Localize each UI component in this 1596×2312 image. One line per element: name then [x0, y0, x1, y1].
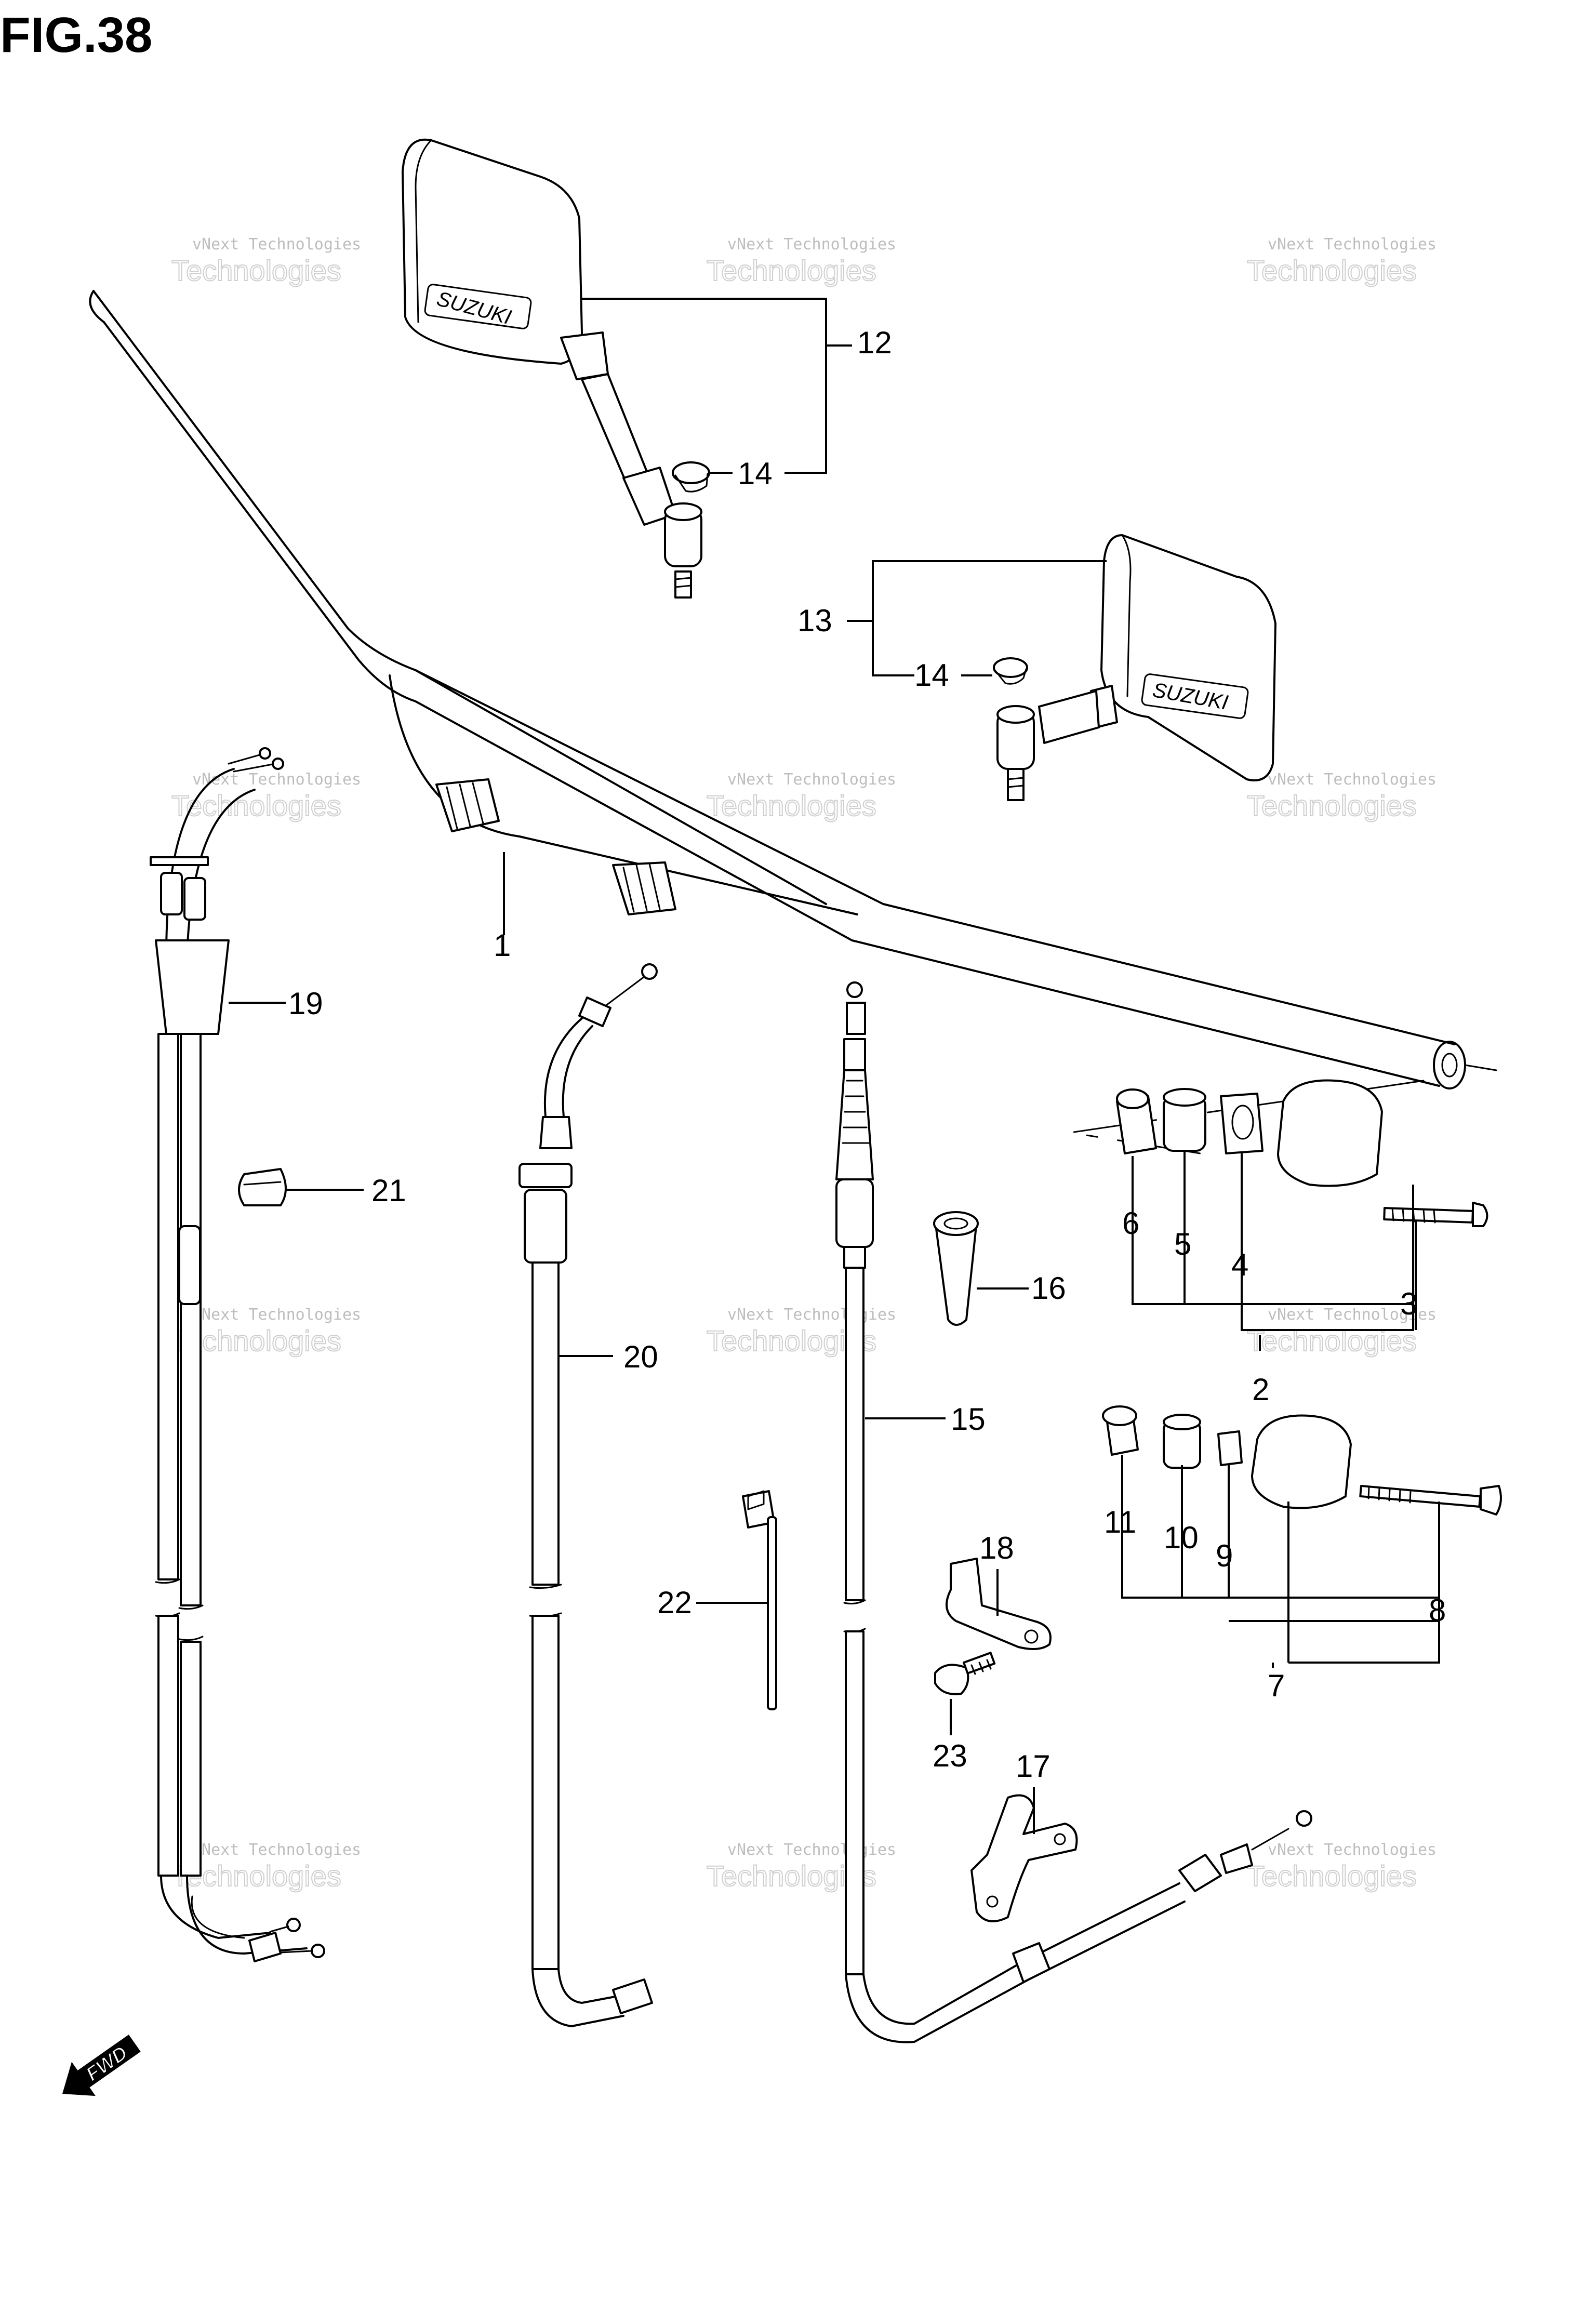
bar-end-collar-5 — [1163, 1088, 1206, 1152]
callout-16: 16 — [1031, 1271, 1066, 1306]
bar-end-washer-4 — [1220, 1093, 1264, 1154]
watermark-text-outline: Technologies — [171, 254, 341, 287]
watermark-text: vNext Technologies — [727, 235, 896, 254]
bracket-bolt — [934, 1652, 996, 1695]
mirror-cap-upper — [672, 461, 710, 493]
watermark-text-outline: Technologies — [1247, 1859, 1417, 1892]
handlebar — [89, 290, 1497, 1154]
callout-21: 21 — [371, 1173, 406, 1208]
bar-end-weight — [1277, 1079, 1383, 1187]
callout-20: 20 — [623, 1339, 658, 1374]
watermark-text: vNext Technologies — [192, 770, 361, 789]
watermark-text: vNext Technologies — [727, 770, 896, 789]
cable-clamp — [238, 1168, 287, 1206]
callout-10: 10 — [1164, 1520, 1199, 1555]
callout-labels: 1 2 3 4 5 6 7 8 9 10 11 12 13 14 14 15 1… — [288, 325, 1446, 1784]
watermark-text: vNext Technologies — [1268, 1841, 1437, 1859]
mirror-right: SUZUKI — [996, 534, 1276, 801]
bar-end-nut-6 — [1116, 1088, 1157, 1154]
figure-title: FIG.38 — [0, 7, 152, 63]
bar-end-weight-lower — [1251, 1414, 1352, 1509]
cable-bracket-upper — [946, 1558, 1052, 1650]
cable-bracket-lower — [970, 1794, 1078, 1922]
bar-end-washer-9 — [1217, 1430, 1243, 1466]
choke-cable — [518, 963, 658, 2027]
watermarks: vNext Technologies Technologies vNext Te… — [171, 235, 1437, 1893]
watermark-text: vNext Technologies — [192, 1841, 361, 1859]
bar-end-set-lower — [1102, 1405, 1502, 1516]
callout-3: 3 — [1400, 1286, 1417, 1321]
watermark-text-outline: Technologies — [1247, 789, 1417, 822]
callout-13: 13 — [797, 603, 832, 638]
watermark-text: vNext Technologies — [192, 1306, 361, 1324]
watermark-text: vNext Technologies — [1268, 1306, 1437, 1324]
clutch-cable — [835, 981, 1312, 2043]
watermark-text-outline: Technologies — [707, 789, 876, 822]
cable-tie — [742, 1490, 777, 1710]
knurled-band-left — [435, 778, 500, 832]
bar-end-set-upper — [1116, 1079, 1488, 1227]
callout-5: 5 — [1174, 1227, 1191, 1261]
callout-11: 11 — [1104, 1505, 1136, 1539]
watermark-text: vNext Technologies — [192, 235, 361, 254]
watermark-text: vNext Technologies — [727, 1306, 896, 1324]
watermark-text: vNext Technologies — [1268, 235, 1437, 254]
bar-end-nut-11 — [1102, 1405, 1139, 1456]
watermark-text-outline: Technologies — [707, 254, 876, 287]
callout-18: 18 — [979, 1531, 1014, 1565]
callout-8: 8 — [1429, 1593, 1446, 1628]
watermark-text: vNext Technologies — [1268, 770, 1437, 789]
leader-lines — [229, 298, 1440, 1834]
throttle-cable-set — [150, 747, 325, 1962]
callout-14-upper: 14 — [738, 456, 773, 491]
callout-4: 4 — [1231, 1247, 1248, 1282]
knurled-band-right — [612, 861, 676, 915]
watermark-text: vNext Technologies — [727, 1841, 896, 1859]
callout-2: 2 — [1252, 1372, 1269, 1407]
callout-19: 19 — [288, 986, 323, 1021]
bar-end-screw-3 — [1383, 1202, 1488, 1227]
watermark-text-outline: Technologies — [1247, 254, 1417, 287]
callout-23: 23 — [933, 1738, 967, 1773]
bar-end-collar-10 — [1163, 1414, 1201, 1469]
callout-14-lower: 14 — [914, 658, 949, 693]
mirror-cap-lower — [993, 657, 1028, 685]
forward-direction-arrow: FWD — [62, 2035, 141, 2096]
callout-6: 6 — [1122, 1206, 1139, 1241]
callout-1: 1 — [494, 928, 511, 963]
bar-end-screw-8 — [1359, 1485, 1502, 1516]
throttle-grip-tube — [933, 1211, 979, 1326]
callout-7: 7 — [1268, 1668, 1285, 1703]
watermark-text-outline: Technologies — [171, 789, 341, 822]
callout-15: 15 — [951, 1402, 986, 1437]
callout-22: 22 — [657, 1585, 692, 1620]
callout-9: 9 — [1216, 1538, 1233, 1573]
callout-17: 17 — [1016, 1749, 1050, 1784]
callout-12: 12 — [857, 325, 892, 360]
mirror-left: SUZUKI — [402, 138, 702, 599]
